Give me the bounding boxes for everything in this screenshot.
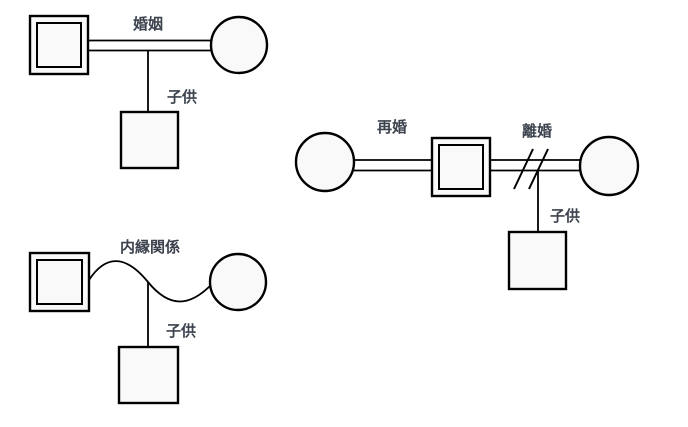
- remarriage-husband-double-square-icon: [430, 136, 492, 198]
- common-law-husband-double-square-icon: [28, 251, 91, 313]
- common-law-label: 内縁関係: [120, 238, 180, 256]
- marriage-child-label: 子供: [167, 88, 197, 106]
- divorced-wife-circle-icon: [578, 135, 640, 197]
- remarriage-label: 再婚: [377, 118, 407, 136]
- common-law-child-square-icon: [117, 345, 180, 405]
- remarriage-husband-inner-square-icon: [438, 144, 484, 190]
- marriage-husband-double-square-icon: [28, 14, 90, 76]
- divorce-slash-icon-1: [513, 148, 534, 190]
- marriage-child-square-icon: [119, 110, 180, 170]
- common-law-group: 内縁関係 子供: [28, 238, 268, 405]
- divorce-slash-icon-2: [528, 148, 549, 190]
- marriage-group: 婚姻 子供: [28, 14, 269, 170]
- marriage-husband-inner-square-icon: [36, 22, 82, 68]
- divorce-child-label: 子供: [550, 207, 580, 225]
- common-law-wavy-line: [88, 260, 212, 303]
- common-law-child-label: 子供: [166, 322, 196, 340]
- divorce-child-square-icon: [507, 230, 568, 291]
- remarriage-wife-circle-icon: [294, 131, 356, 193]
- marriage-label: 婚姻: [133, 15, 163, 33]
- common-law-wife-circle-icon: [208, 252, 268, 312]
- divorce-label: 離婚: [522, 122, 552, 140]
- common-law-husband-inner-square-icon: [36, 259, 83, 305]
- marriage-wife-circle-icon: [209, 15, 269, 75]
- remarriage-divorce-group: 再婚 離婚 子供: [294, 118, 640, 291]
